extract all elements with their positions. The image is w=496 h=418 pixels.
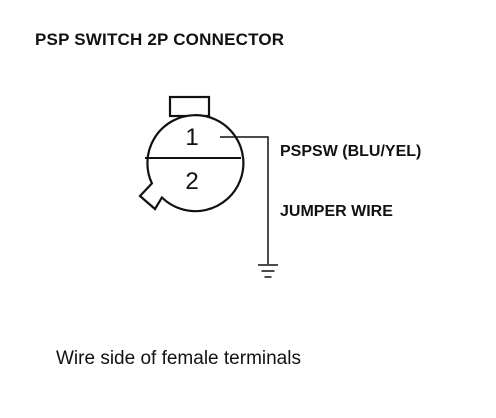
connector-body	[138, 114, 245, 213]
connector-lock-tab	[168, 95, 211, 118]
pin-2-number: 2	[185, 168, 198, 195]
jumper-wire	[220, 136, 269, 264]
jumper-wire-label: JUMPER WIRE	[280, 203, 393, 220]
ground-icon	[258, 264, 278, 278]
signal-wire-label: PSPSW (BLU/YEL)	[280, 143, 422, 160]
pin-1-number: 1	[185, 124, 198, 151]
diagram-title: PSP SWITCH 2P CONNECTOR	[35, 30, 285, 49]
diagram-caption: Wire side of female terminals	[56, 348, 301, 369]
